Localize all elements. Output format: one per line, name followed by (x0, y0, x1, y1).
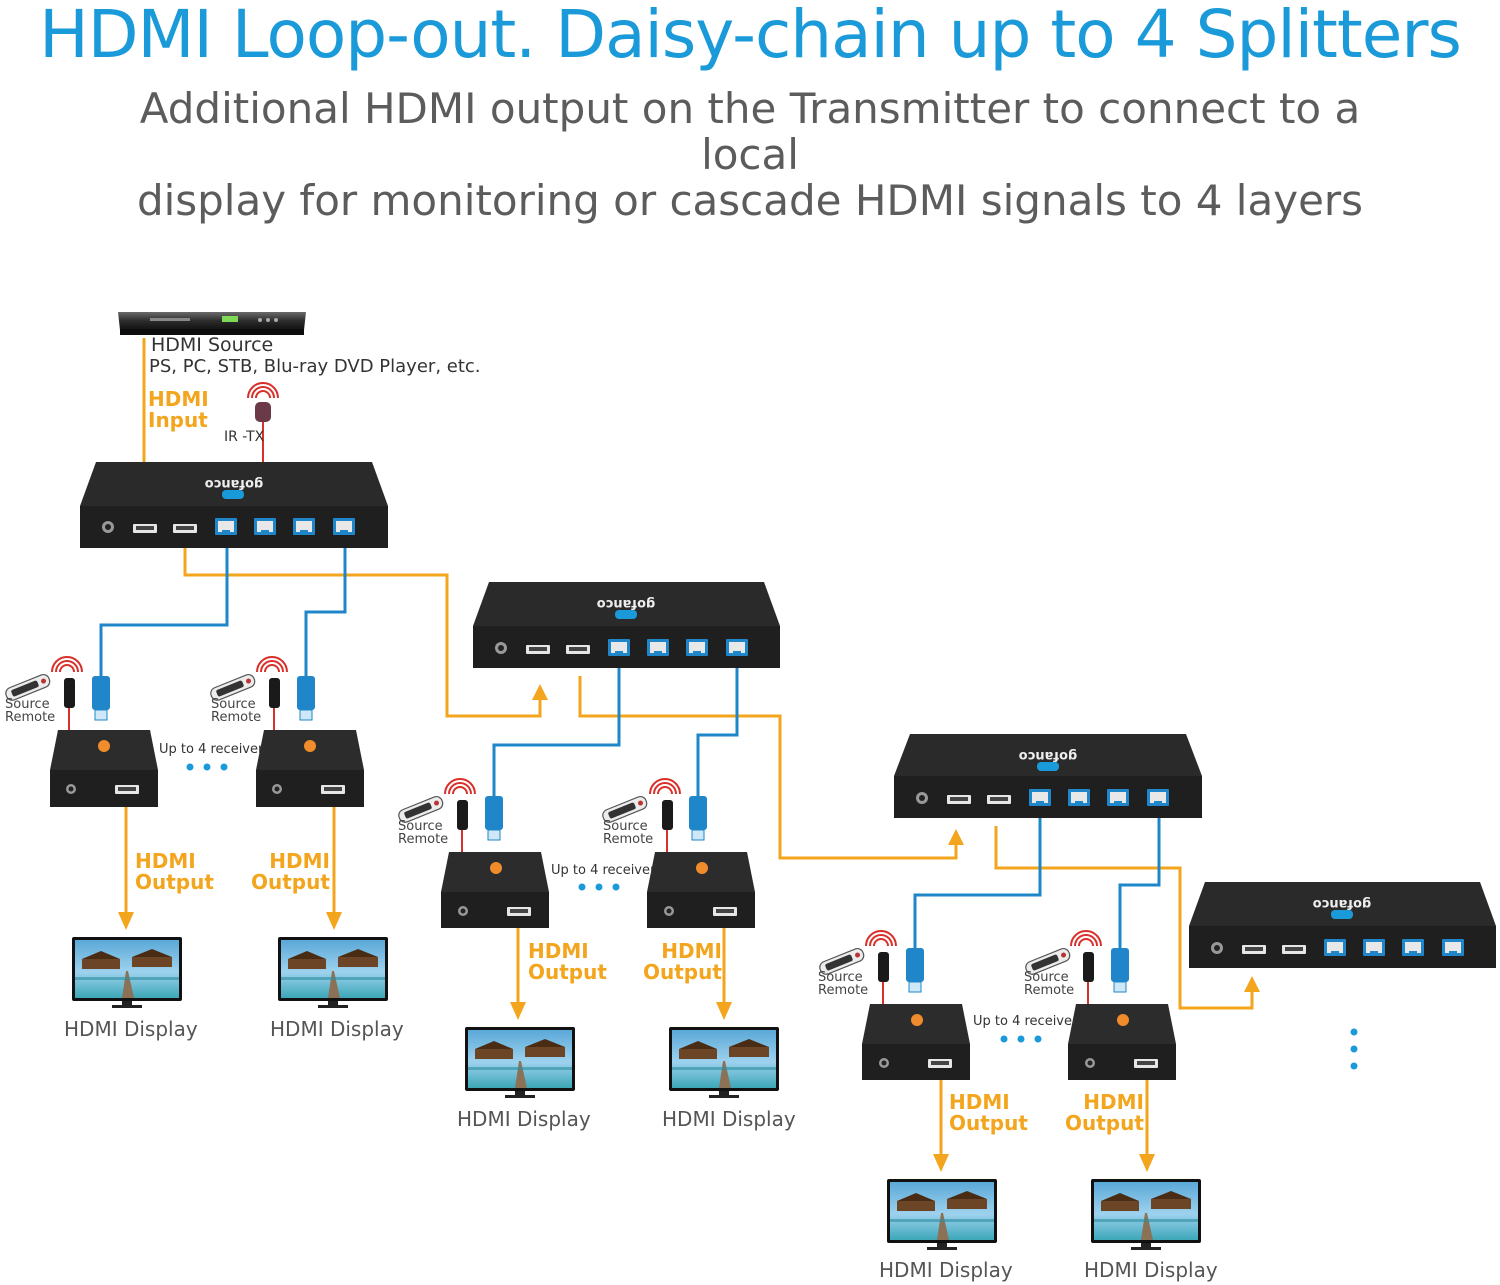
ir-waves-icon (256, 656, 288, 673)
hdmi-display-label: HDMI Display (270, 1017, 404, 1041)
receiver-3 (441, 800, 549, 928)
subtitle-line-2: display for monitoring or cascade HDMI s… (136, 176, 1364, 225)
source-title: HDMI Source (151, 334, 274, 356)
receiver-6 (1068, 952, 1176, 1080)
up-to-receiver-label: Up to 4 receiver (551, 863, 656, 878)
ir-tx-label: IR -TX (224, 429, 265, 445)
ir-tx-emitter (247, 382, 279, 462)
ir-waves-icon (444, 778, 476, 795)
up-to-receiver-label: Up to 4 receiver (973, 1014, 1078, 1029)
tx1-brand: gofanco (205, 476, 264, 491)
display-icon (72, 937, 182, 1008)
display-icon (887, 1179, 997, 1250)
ir-waves-icon (247, 382, 279, 399)
ir-waves-icon (865, 930, 897, 947)
hdmi-source-player (118, 312, 306, 335)
hdmi-display-label: HDMI Display (879, 1258, 1013, 1282)
ir-waves-icon (1070, 930, 1102, 947)
subtitle-line-1: Additional HDMI output on the Transmitte… (139, 84, 1361, 179)
receiver-4 (647, 800, 755, 928)
hdmi-display-label: HDMI Display (662, 1107, 796, 1131)
transmitter-1: gofanco (80, 462, 388, 548)
source-description: PS, PC, STB, Blu-ray DVD Player, etc. (149, 356, 481, 377)
page-subtitle: Additional HDMI output on the Transmitte… (90, 86, 1410, 224)
tx3-brand: gofanco (1019, 748, 1078, 763)
ir-waves-icon (51, 656, 83, 673)
display-icon (465, 1027, 575, 1098)
page-title: HDMI Loop-out. Daisy-chain up to 4 Split… (39, 0, 1462, 73)
hdmi-display-label: HDMI Display (1084, 1258, 1218, 1282)
hdmi-display-label: HDMI Display (64, 1017, 198, 1041)
receiver-2 (256, 678, 364, 807)
hdmi-display-label: HDMI Display (457, 1107, 591, 1131)
cat-plugs (92, 676, 1129, 993)
receiver-5 (862, 952, 970, 1080)
cat-cables (99, 536, 1161, 950)
display-icon (669, 1027, 779, 1098)
ir-waves-icon (649, 778, 681, 795)
display-icon (278, 937, 388, 1008)
more-receivers-dots (186, 763, 1358, 1070)
hdmi-input-label: HDMI Input (148, 387, 209, 432)
display-icon (1091, 1179, 1201, 1250)
transmitter-2: gofanco (473, 582, 780, 668)
transmitter-3: gofanco (894, 734, 1202, 818)
up-to-receiver-label: Up to 4 receiver (159, 742, 264, 757)
tx4-brand: gofanco (1313, 896, 1372, 911)
receiver-1 (50, 678, 158, 807)
tx2-brand: gofanco (597, 596, 656, 611)
hdmi-cables (124, 338, 1254, 1162)
transmitter-4: gofanco (1189, 882, 1496, 968)
